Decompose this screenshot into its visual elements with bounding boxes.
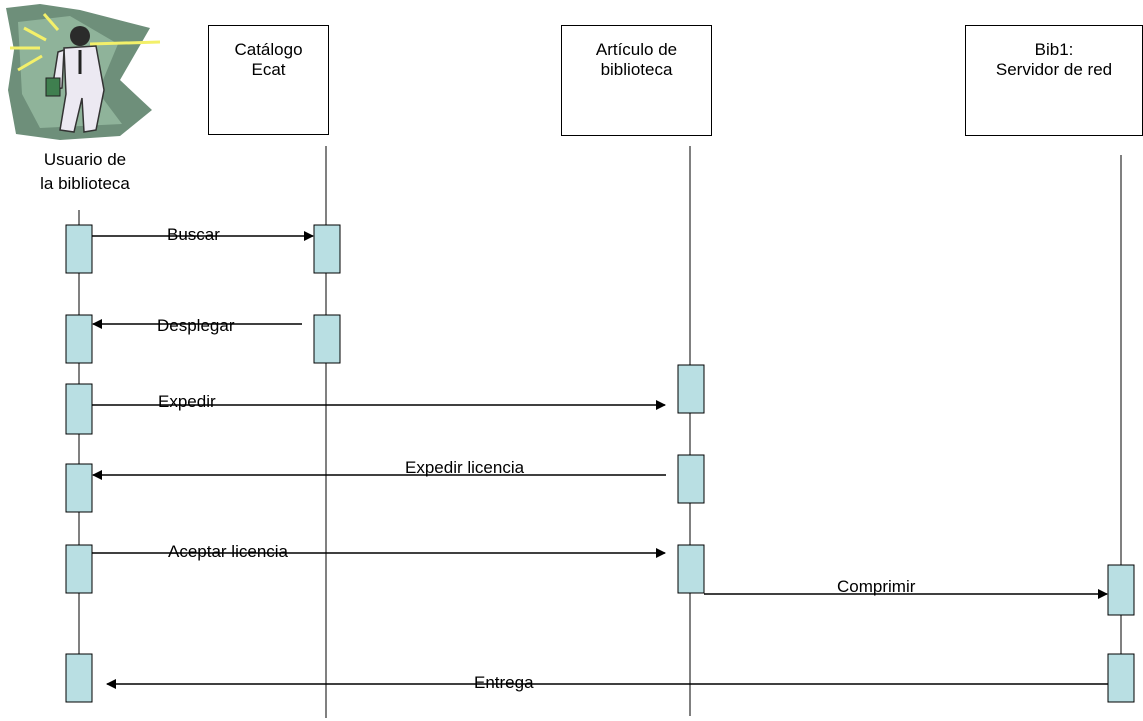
- message-label-buscar: Buscar: [167, 225, 220, 244]
- activation-box: [677, 364, 705, 414]
- message-label-expedir: Expedir: [158, 392, 216, 411]
- activation-box: [677, 454, 705, 504]
- activation-box: [313, 224, 341, 274]
- message-label-expedir-licencia: Expedir licencia: [405, 458, 525, 477]
- activation-box: [1107, 564, 1135, 616]
- object-label-line1: Artículo de: [595, 40, 678, 59]
- actor-label: Usuario de la biblioteca: [20, 148, 150, 196]
- actor-label-line2: la biblioteca: [40, 174, 130, 193]
- activation-box: [313, 314, 341, 364]
- object-label-line2: Servidor de red: [995, 60, 1113, 79]
- object-box-articulo: Artículo de biblioteca: [561, 25, 712, 136]
- activation-box: [1107, 653, 1135, 703]
- activation-box: [65, 314, 93, 364]
- activation-box: [65, 463, 93, 513]
- activation-box: [677, 544, 705, 594]
- object-label-line2: biblioteca: [600, 60, 673, 79]
- actor-label-line1: Usuario de: [43, 150, 127, 169]
- object-label-line2: Ecat: [251, 60, 286, 79]
- library-user-icon: [6, 4, 161, 140]
- object-box-catalogo: Catálogo Ecat: [208, 25, 329, 135]
- activation-box: [65, 544, 93, 594]
- activation-box: [65, 224, 93, 274]
- object-box-servidor: Bib1: Servidor de red: [965, 25, 1143, 136]
- message-label-entrega: Entrega: [474, 673, 534, 692]
- object-label-line1: Bib1:: [1034, 40, 1074, 59]
- activation-box: [65, 653, 93, 703]
- activation-box: [65, 383, 93, 435]
- message-label-comprimir: Comprimir: [837, 577, 916, 596]
- message-label-desplegar: Desplegar: [157, 316, 235, 335]
- object-label-line1: Catálogo: [234, 40, 303, 59]
- message-label-aceptar-licencia: Aceptar licencia: [168, 542, 289, 561]
